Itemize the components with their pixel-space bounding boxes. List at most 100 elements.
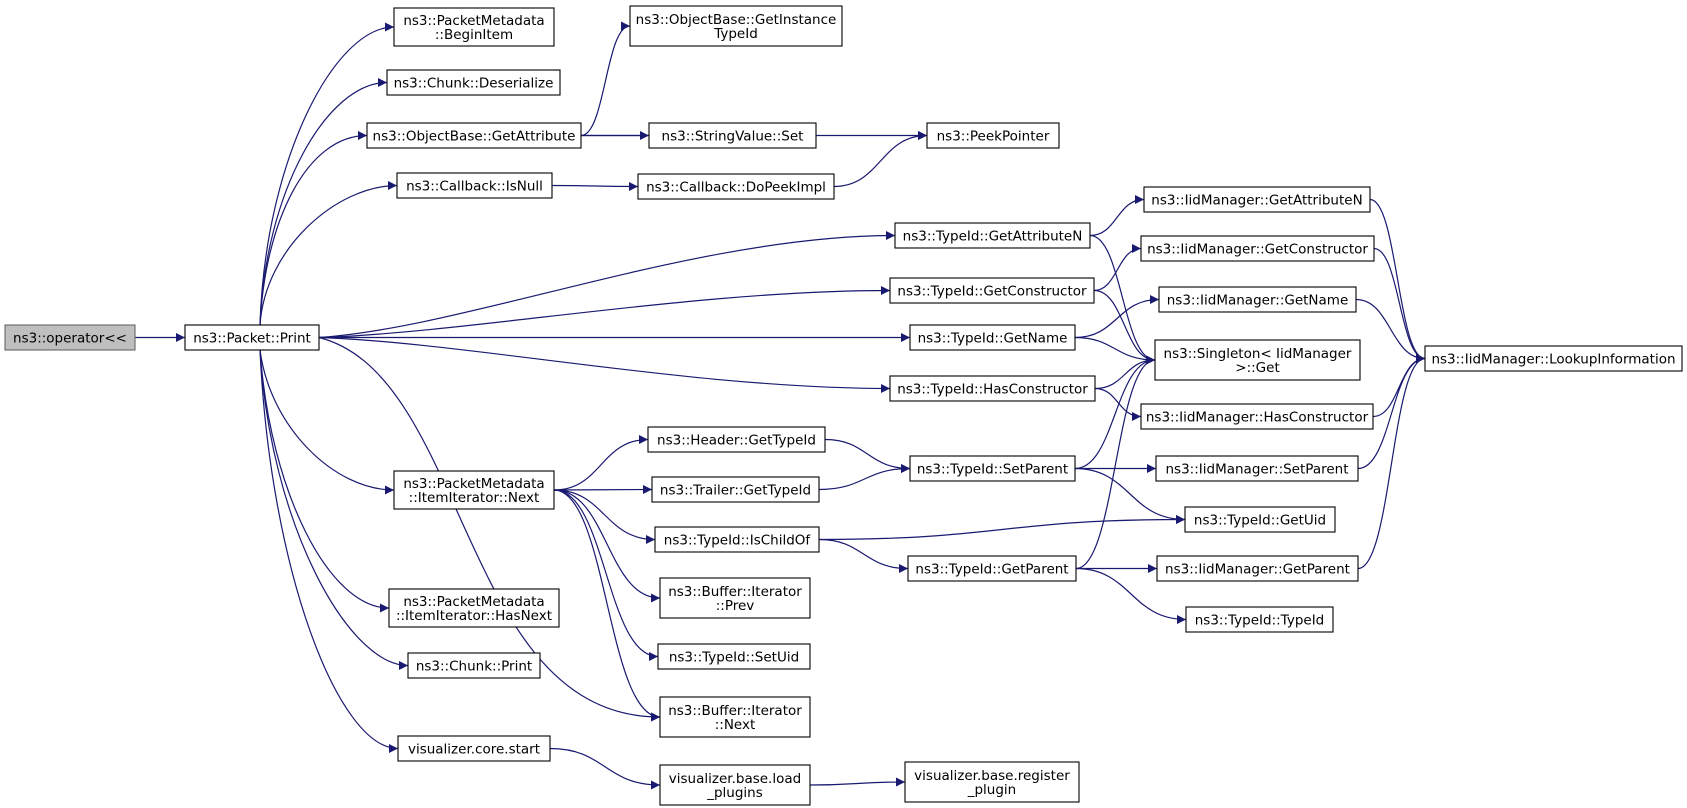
edge-pm-itemiterator-next-to-buf-iter-prev <box>553 489 661 603</box>
node-trailer-gettypeid[interactable]: ns3::Trailer::GetTypeId <box>651 476 820 503</box>
edge-pm-itemiterator-next-to-header-gettypeid <box>553 435 649 491</box>
node-buf-iter-prev[interactable]: ns3::Buffer::Iterator::Prev <box>659 577 811 619</box>
node-packet-print[interactable]: ns3::Packet::Print <box>184 324 320 351</box>
edge-tid-getattributen-to-iid-getattributen <box>1089 195 1145 237</box>
node-label-line: >::Get <box>1235 360 1279 376</box>
node-vis-base-registerplugin[interactable]: visualizer.base.register_plugin <box>904 761 1080 803</box>
node-tid-setparent[interactable]: ns3::TypeId::SetParent <box>909 455 1076 482</box>
node-cb-dopeekimpl[interactable]: ns3::Callback::DoPeekImpl <box>637 173 835 200</box>
node-vis-core-start[interactable]: visualizer.core.start <box>397 735 551 762</box>
nodes-layer: ns3::operator<<ns3::Packet::Printns3::Pa… <box>4 5 1683 806</box>
node-iid-setparent[interactable]: ns3::IidManager::SetParent <box>1155 455 1359 482</box>
node-label-line: ns3::Buffer::Iterator <box>668 703 802 719</box>
node-label-line: ::ItemIterator::Next <box>409 490 540 506</box>
node-box <box>184 324 320 351</box>
node-label-line: _plugin <box>967 782 1017 798</box>
node-pm-itemiterator-next[interactable]: ns3::PacketMetadata::ItemIterator::Next <box>393 470 555 510</box>
edge-packet-print-to-chunk-print <box>259 349 409 670</box>
edge-packet-print-to-tid-hasconstructor <box>318 336 891 393</box>
node-box <box>657 643 811 670</box>
node-tid-getattributen[interactable]: ns3::TypeId::GetAttributeN <box>894 222 1091 249</box>
node-box <box>4 324 136 351</box>
node-label-line: ns3::Trailer::GetTypeId <box>660 483 811 499</box>
node-buf-iter-next[interactable]: ns3::Buffer::Iterator::Next <box>659 696 811 738</box>
node-label-line: ns3::IidManager::GetParent <box>1165 562 1350 578</box>
node-iid-getattributen[interactable]: ns3::IidManager::GetAttributeN <box>1143 186 1371 213</box>
node-label-line: visualizer.base.load <box>669 771 801 787</box>
node-label-line: ns3::Callback::DoPeekImpl <box>646 180 826 196</box>
node-stringvalue-set[interactable]: ns3::StringValue::Set <box>648 122 817 149</box>
node-pm-itemiterator-hasnext[interactable]: ns3::PacketMetadata::ItemIterator::HasNe… <box>388 588 560 628</box>
node-box <box>926 122 1060 149</box>
node-pm-beginitem[interactable]: ns3::PacketMetadata::BeginItem <box>393 7 555 47</box>
node-label-line: ::Next <box>715 717 756 733</box>
node-label-line: ns3::TypeId::GetUid <box>1194 513 1326 529</box>
node-header-gettypeid[interactable]: ns3::Header::GetTypeId <box>647 426 826 453</box>
edge-pm-itemiterator-next-to-buf-iter-next <box>553 489 661 722</box>
node-iid-lookupinformation[interactable]: ns3::IidManager::LookupInformation <box>1424 345 1683 372</box>
node-tid-getuid[interactable]: ns3::TypeId::GetUid <box>1184 506 1336 533</box>
node-box <box>1184 506 1336 533</box>
edge-packet-print-to-buf-iter-next <box>318 336 661 722</box>
node-box <box>659 764 811 806</box>
node-label-line: ns3::IidManager::HasConstructor <box>1146 410 1369 426</box>
edge-packet-print-to-vis-core-start <box>259 349 399 753</box>
node-box <box>651 476 820 503</box>
node-box <box>1158 286 1357 313</box>
node-label-line: ns3::TypeId::GetConstructor <box>897 284 1087 300</box>
node-label-line: ns3::IidManager::GetConstructor <box>1147 242 1368 258</box>
node-label-line: ::ItemIterator::HasNext <box>396 608 552 624</box>
node-label-line: ns3::TypeId::IsChildOf <box>664 533 812 549</box>
edge-cb-dopeekimpl-to-peekpointer <box>833 131 928 188</box>
node-box <box>648 122 817 149</box>
edge-pm-itemiterator-next-to-tid-setuid <box>553 489 659 661</box>
node-box <box>659 696 811 738</box>
node-tid-getconstructor[interactable]: ns3::TypeId::GetConstructor <box>889 277 1095 304</box>
node-tid-typeid[interactable]: ns3::TypeId::TypeId <box>1185 606 1334 633</box>
node-root[interactable]: ns3::operator<< <box>4 324 136 351</box>
node-tid-getparent[interactable]: ns3::TypeId::GetParent <box>907 555 1077 582</box>
node-singleton-get[interactable]: ns3::Singleton< IidManager>::Get <box>1154 339 1361 381</box>
node-iid-getparent[interactable]: ns3::IidManager::GetParent <box>1156 555 1359 582</box>
node-iid-hasconstructor[interactable]: ns3::IidManager::HasConstructor <box>1140 403 1374 430</box>
edge-iid-getconstructor-to-iid-lookupinformation <box>1373 247 1426 363</box>
node-iid-getconstructor[interactable]: ns3::IidManager::GetConstructor <box>1140 235 1375 262</box>
node-cb-isnull[interactable]: ns3::Callback::IsNull <box>396 172 553 199</box>
node-label-line: ns3::IidManager::GetName <box>1167 293 1349 309</box>
node-box <box>647 426 826 453</box>
node-peekpointer[interactable]: ns3::PeekPointer <box>926 122 1060 149</box>
node-label-line: ns3::IidManager::SetParent <box>1166 462 1349 478</box>
edge-packet-print-to-tid-getconstructor <box>318 286 891 339</box>
node-label-line: ns3::Chunk::Print <box>416 659 532 675</box>
edge-iid-getparent-to-iid-lookupinformation <box>1357 354 1426 570</box>
edge-tid-setparent-to-tid-getuid <box>1074 467 1186 524</box>
node-label-line: ns3::ObjectBase::GetInstance <box>636 12 837 28</box>
node-label-line: ns3::Chunk::Deserialize <box>394 76 554 92</box>
edge-trailer-gettypeid-to-tid-setparent <box>818 464 911 491</box>
node-label-line: ns3::Buffer::Iterator <box>668 584 802 600</box>
node-tid-hasconstructor[interactable]: ns3::TypeId::HasConstructor <box>889 375 1096 402</box>
node-box <box>1185 606 1334 633</box>
node-vis-base-loadplugins[interactable]: visualizer.base.load_plugins <box>659 764 811 806</box>
edge-pm-itemiterator-next-to-trailer-gettypeid <box>553 485 653 495</box>
node-box <box>654 526 820 553</box>
node-box <box>629 5 843 47</box>
edge-vis-core-start-to-vis-base-loadplugins <box>549 747 661 790</box>
node-ob-getattribute[interactable]: ns3::ObjectBase::GetAttribute <box>366 122 582 149</box>
edge-header-gettypeid-to-tid-setparent <box>824 438 911 473</box>
node-box <box>397 735 551 762</box>
node-label-line: TypeId <box>713 26 758 42</box>
node-chunk-print[interactable]: ns3::Chunk::Print <box>407 652 541 679</box>
node-tid-setuid[interactable]: ns3::TypeId::SetUid <box>657 643 811 670</box>
node-tid-ischildof[interactable]: ns3::TypeId::IsChildOf <box>654 526 820 553</box>
edge-iid-getname-to-iid-lookupinformation <box>1355 298 1426 363</box>
node-tid-getname[interactable]: ns3::TypeId::GetName <box>909 324 1076 351</box>
node-chunk-deserialize[interactable]: ns3::Chunk::Deserialize <box>386 69 561 96</box>
edge-packet-print-to-tid-getattributen <box>318 231 896 339</box>
edge-vis-base-loadplugins-to-vis-base-registerplugin <box>809 777 906 787</box>
node-box <box>904 761 1080 803</box>
node-label-line: ns3::Callback::IsNull <box>406 179 543 195</box>
node-iid-getname[interactable]: ns3::IidManager::GetName <box>1158 286 1357 313</box>
